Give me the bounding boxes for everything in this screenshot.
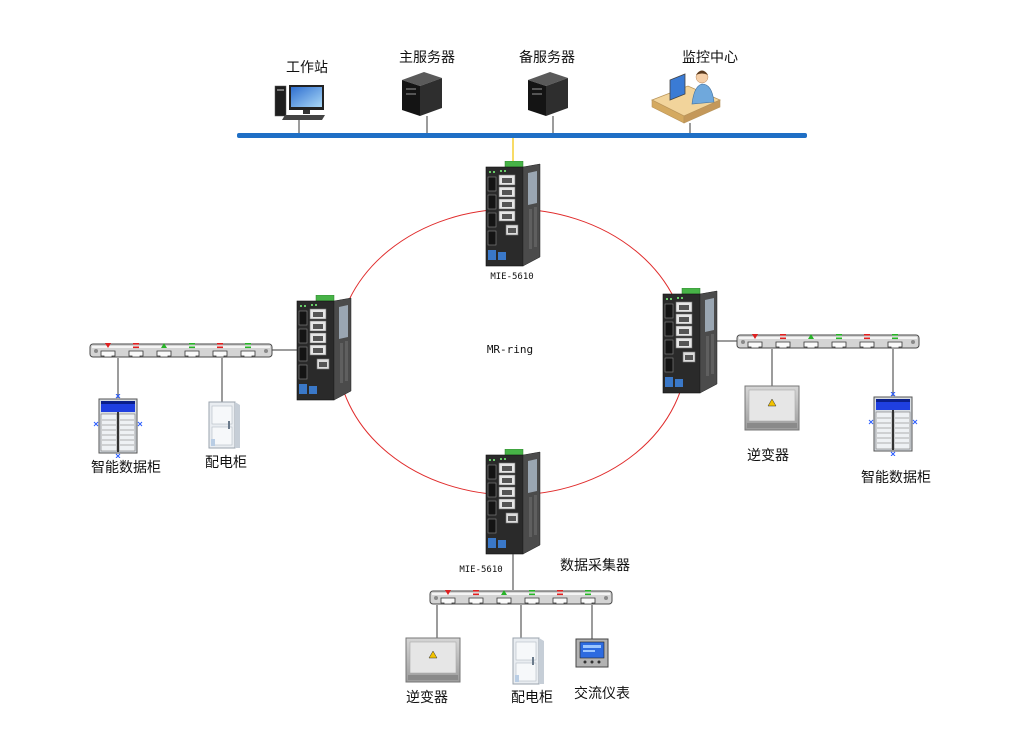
monitoring-center-label: 监控中心 xyxy=(682,50,738,66)
right-inverter-icon xyxy=(744,385,800,431)
backup-server-label: 备服务器 xyxy=(519,49,575,66)
left-power-cabinet-icon xyxy=(208,401,241,449)
main-server-label: 主服务器 xyxy=(399,50,455,66)
bottom-switch-model: MIE-5610 xyxy=(459,565,502,575)
bottom-power-cabinet-icon xyxy=(512,637,545,685)
ethernet-bus xyxy=(237,133,807,138)
data-collector-label: 数据采集器 xyxy=(560,557,630,574)
ac-meter-icon xyxy=(575,638,609,668)
bottom-power-cabinet-label: 配电柜 xyxy=(511,690,553,706)
ac-meter-label: 交流仪表 xyxy=(574,685,630,702)
left-power-cabinet-label: 配电柜 xyxy=(205,455,247,471)
operator-desk-icon xyxy=(651,70,721,124)
left-smart-cabinet-icon xyxy=(93,394,143,458)
bottom-inverter-icon xyxy=(405,637,461,683)
right-smart-cabinet-label: 智能数据柜 xyxy=(861,470,931,486)
right-data-collector-rail xyxy=(736,333,920,349)
desktop-computer-icon xyxy=(274,85,325,120)
ring-switch-right xyxy=(662,288,718,394)
left-data-collector-rail xyxy=(89,342,273,358)
ring-label: MR-ring xyxy=(487,343,533,356)
bottom-data-collector-rail xyxy=(429,589,613,605)
top-switch-model: MIE-5610 xyxy=(490,272,533,282)
backup-server-icon xyxy=(528,72,568,116)
ring-switch-bottom xyxy=(485,449,541,555)
right-inverter-label: 逆变器 xyxy=(747,448,789,464)
ring-switch-top xyxy=(485,161,541,267)
right-smart-cabinet-icon xyxy=(868,392,918,456)
bottom-inverter-label: 逆变器 xyxy=(406,690,448,706)
main-server-icon xyxy=(402,72,442,116)
left-smart-cabinet-label: 智能数据柜 xyxy=(91,460,161,476)
ring-switch-left xyxy=(296,295,352,401)
workstation-label: 工作站 xyxy=(286,60,328,76)
